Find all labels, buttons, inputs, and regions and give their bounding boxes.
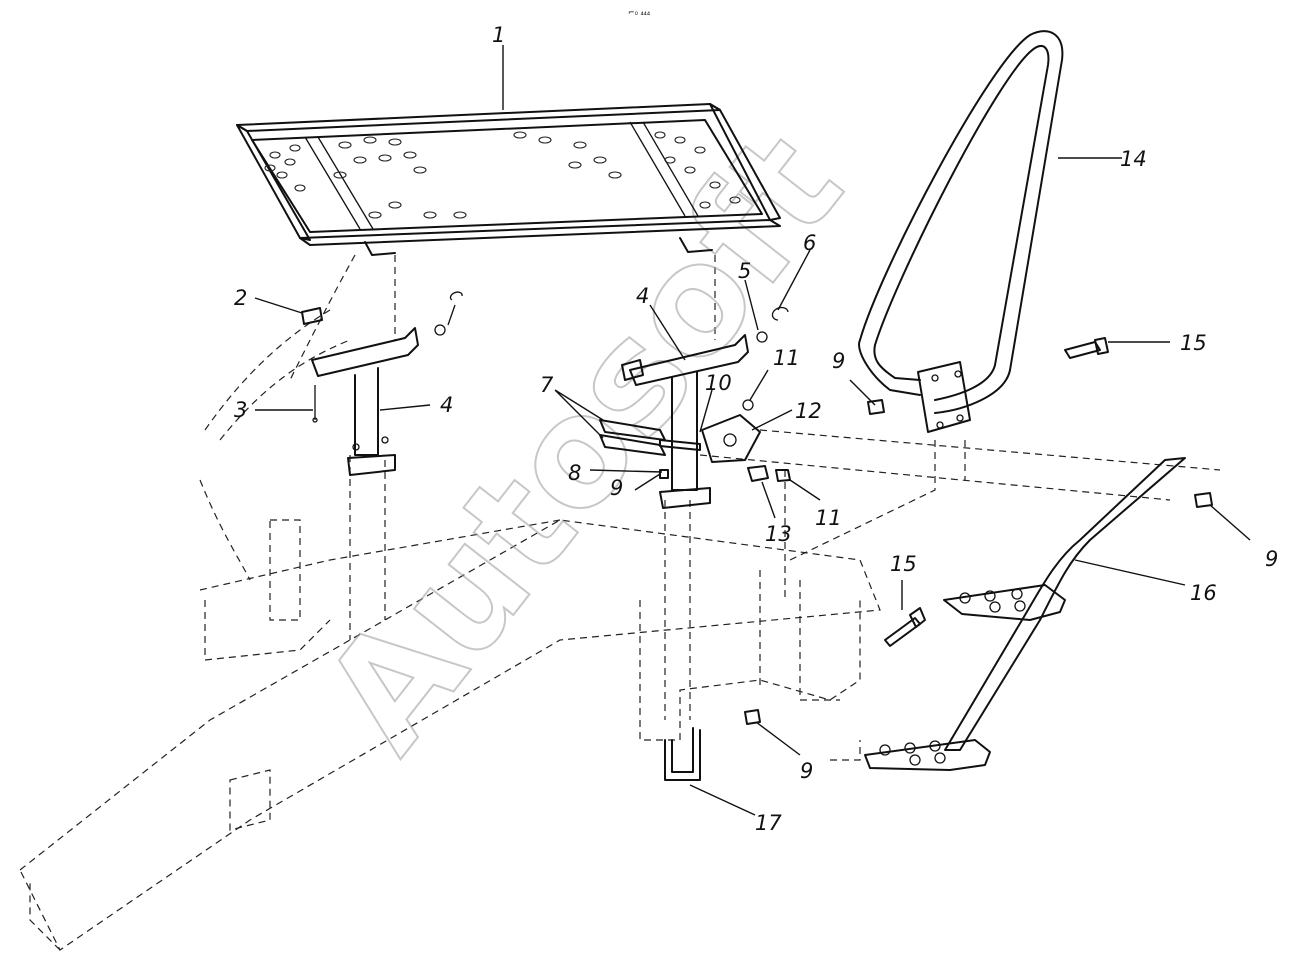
callout-13: 13 [765,522,792,546]
callout-leaders [254,45,1251,816]
callout-3: 3 [234,398,247,422]
callout-14: 14 [1120,147,1147,171]
callout-11-lower: 11 [815,506,842,530]
callout-9-right: 9 [1265,547,1278,571]
grille-perforations [264,131,741,219]
callout-7: 7 [540,373,554,397]
callout-9-bottom: 9 [800,759,813,783]
callout-9-handrail: 9 [832,349,845,373]
callout-11-upper: 11 [773,346,800,370]
callout-10: 10 [705,371,732,395]
callout-15-lower: 15 [890,552,917,576]
tractor-frame-outline [19,254,1221,951]
left-support-bracket [301,291,463,476]
callout-8: 8 [568,461,581,485]
callout-9-center: 9 [610,476,623,500]
callout-15-upper: 15 [1180,331,1207,355]
figure-code: ⌐₀ ₄₄₄ [628,8,650,17]
fasteners [744,337,1109,725]
u-bolt [664,727,701,781]
callout-2: 2 [234,286,247,310]
step-ladder [864,457,1213,771]
callout-17: 17 [755,811,782,835]
platform-grille [236,103,781,256]
callout-16: 16 [1190,581,1217,605]
center-support-bracket [599,306,791,509]
callout-6: 6 [803,231,816,255]
callout-4-center: 4 [636,284,649,308]
callout-4-left: 4 [440,393,453,417]
handrail [858,30,1064,433]
callout-labels: 1 2 3 4 4 5 6 7 8 9 9 9 9 10 11 11 12 13… [234,23,1278,835]
callout-12: 12 [795,399,822,423]
callout-1: 1 [492,23,505,47]
callout-5: 5 [738,259,751,283]
